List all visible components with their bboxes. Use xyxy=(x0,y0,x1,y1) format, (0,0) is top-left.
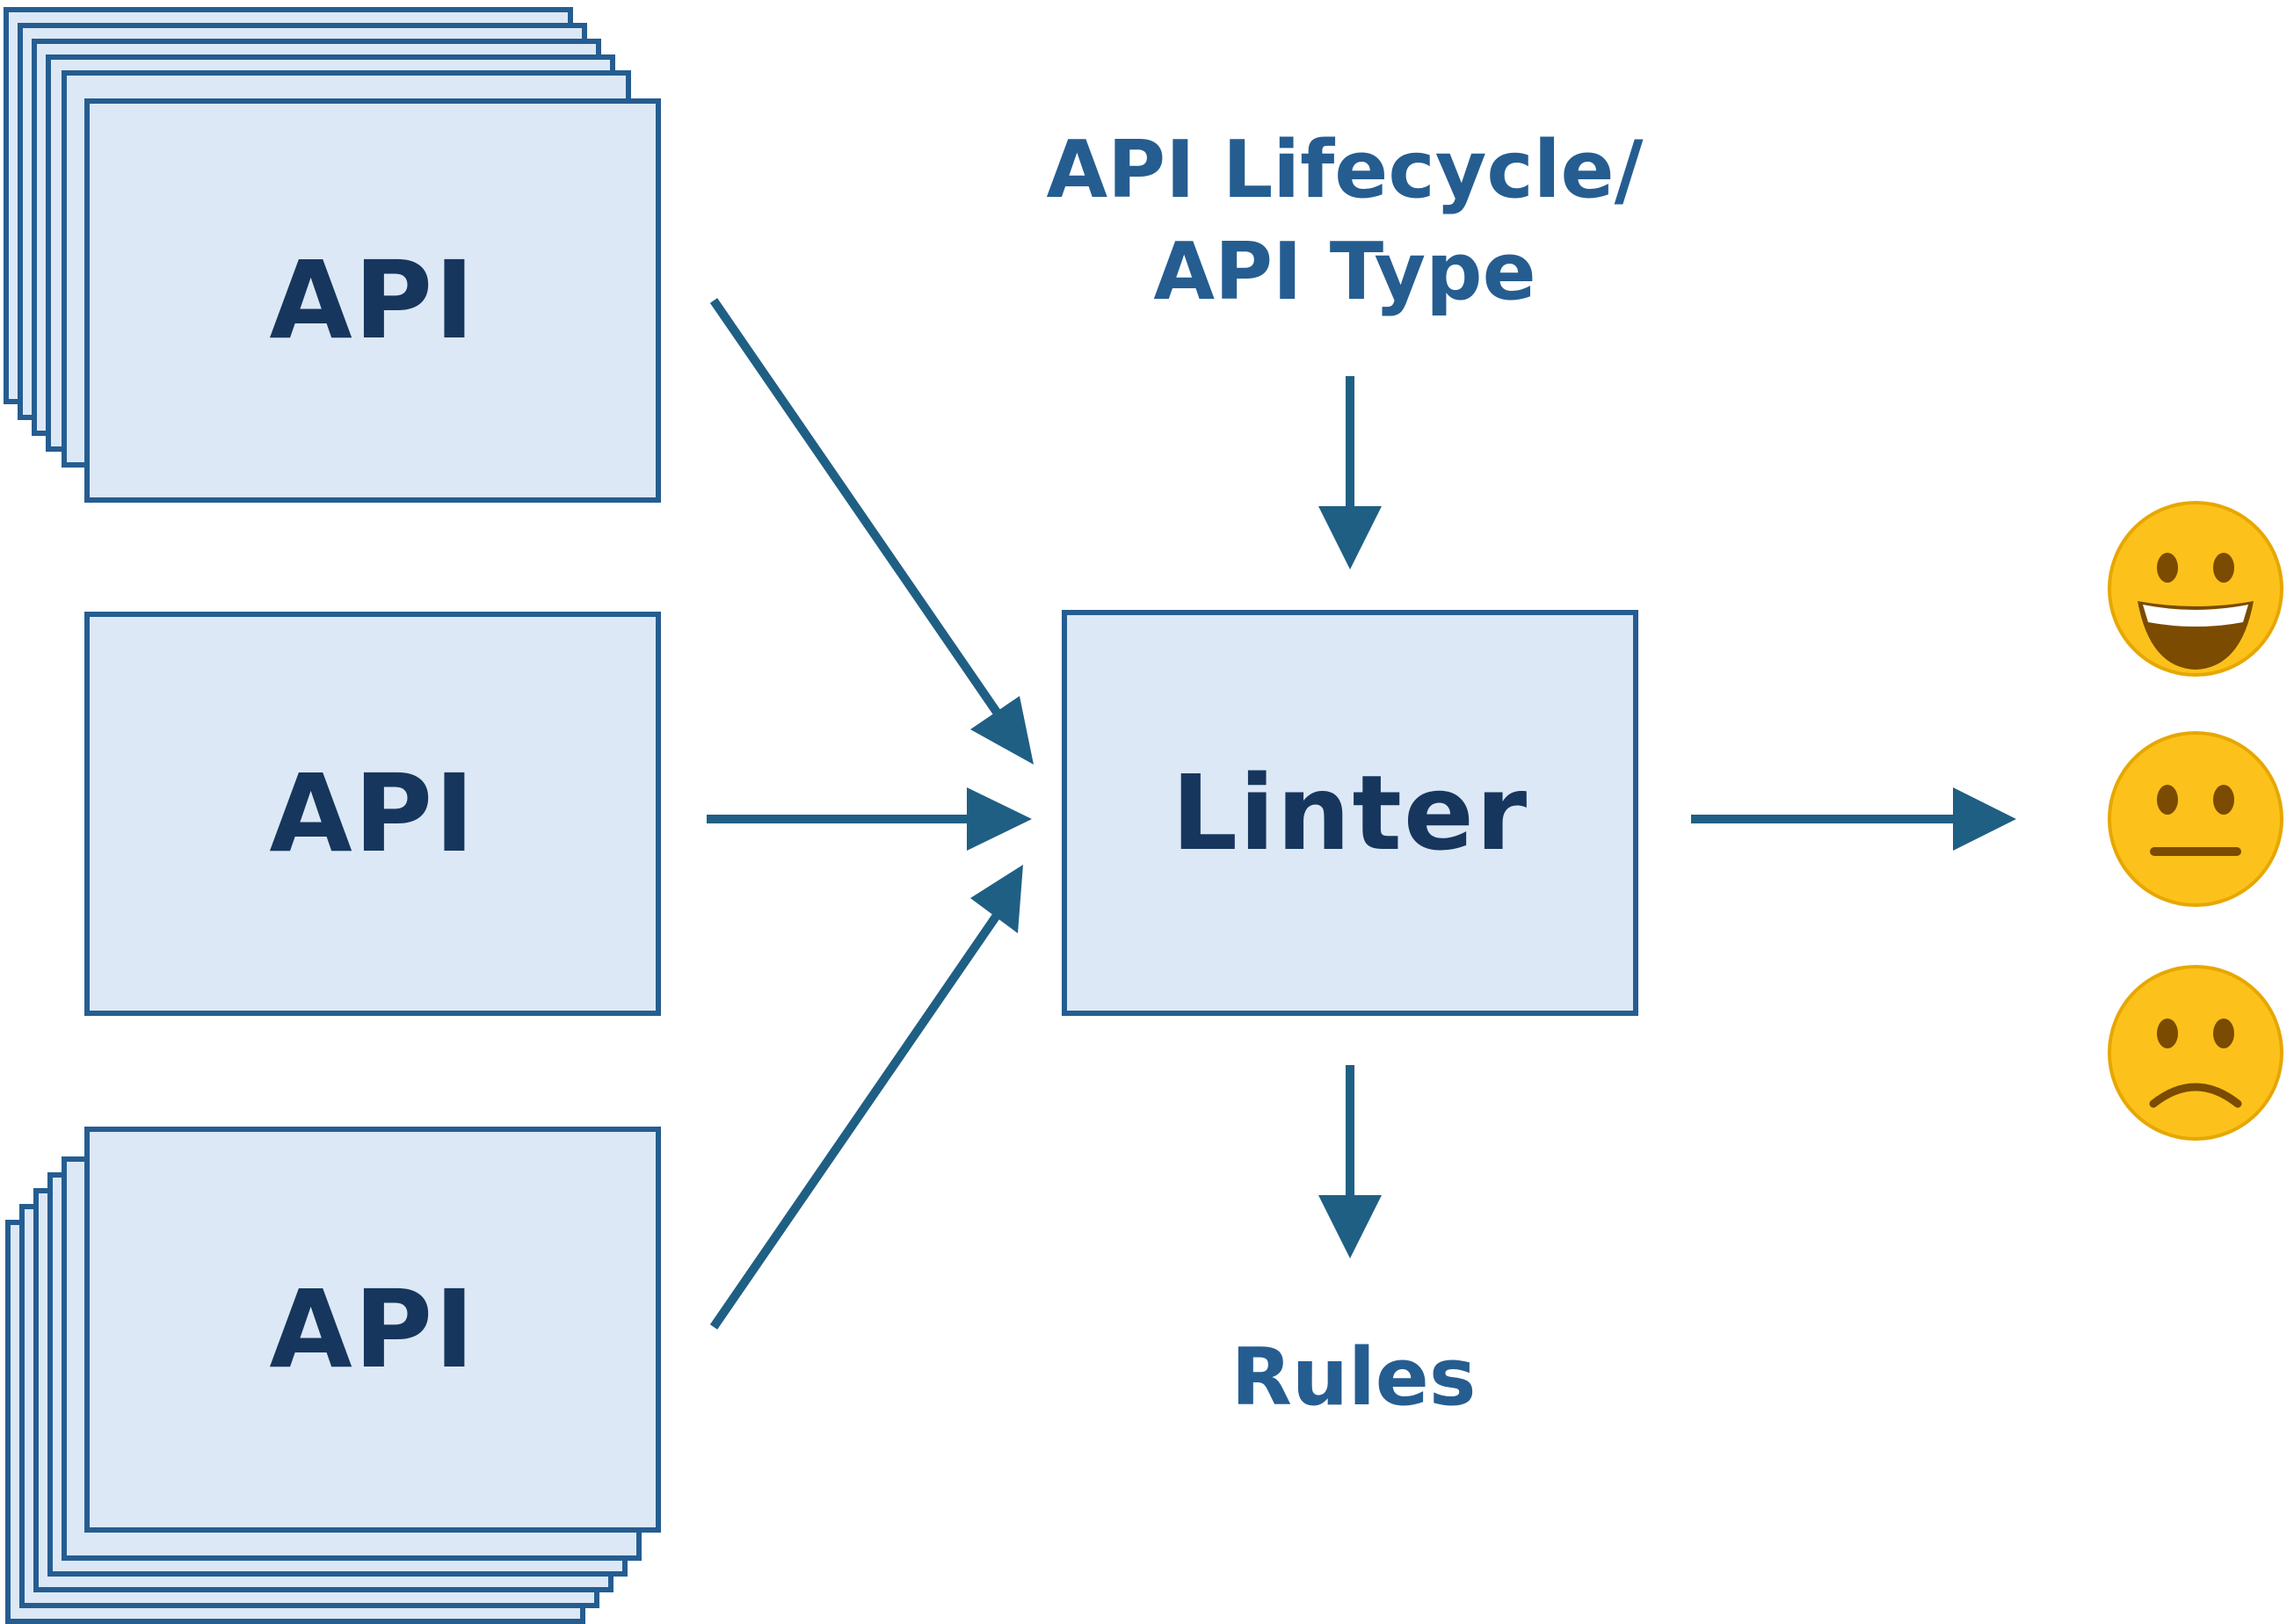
neutral-face-icon xyxy=(2108,731,2283,907)
api-box-top: API xyxy=(84,98,661,503)
api-label: API xyxy=(269,751,476,876)
arrow-bottom-to-linter xyxy=(709,903,1008,1330)
config-caption-line1: API Lifecycle/ xyxy=(1046,124,1644,216)
api-box-bottom: API xyxy=(84,1127,661,1533)
api-label: API xyxy=(269,238,476,363)
api-box-middle: API xyxy=(84,612,661,1016)
frowning-face-icon xyxy=(2108,965,2283,1141)
arrowhead xyxy=(967,787,1032,851)
config-caption: API Lifecycle/ API Type xyxy=(967,120,1723,323)
arrowhead xyxy=(970,696,1034,765)
grinning-face-icon xyxy=(2108,501,2283,677)
arrowhead xyxy=(1318,1195,1382,1258)
config-caption-line2: API Type xyxy=(1153,226,1536,318)
rules-caption: Rules xyxy=(1230,1331,1477,1424)
arrowhead xyxy=(1318,506,1382,569)
arrow-top-to-linter xyxy=(709,298,1008,725)
arrowhead xyxy=(970,865,1023,933)
arrowhead xyxy=(1953,787,2016,851)
api-label: API xyxy=(269,1267,476,1392)
linter-label: Linter xyxy=(1171,752,1529,874)
linter-box: Linter xyxy=(1062,610,1638,1016)
